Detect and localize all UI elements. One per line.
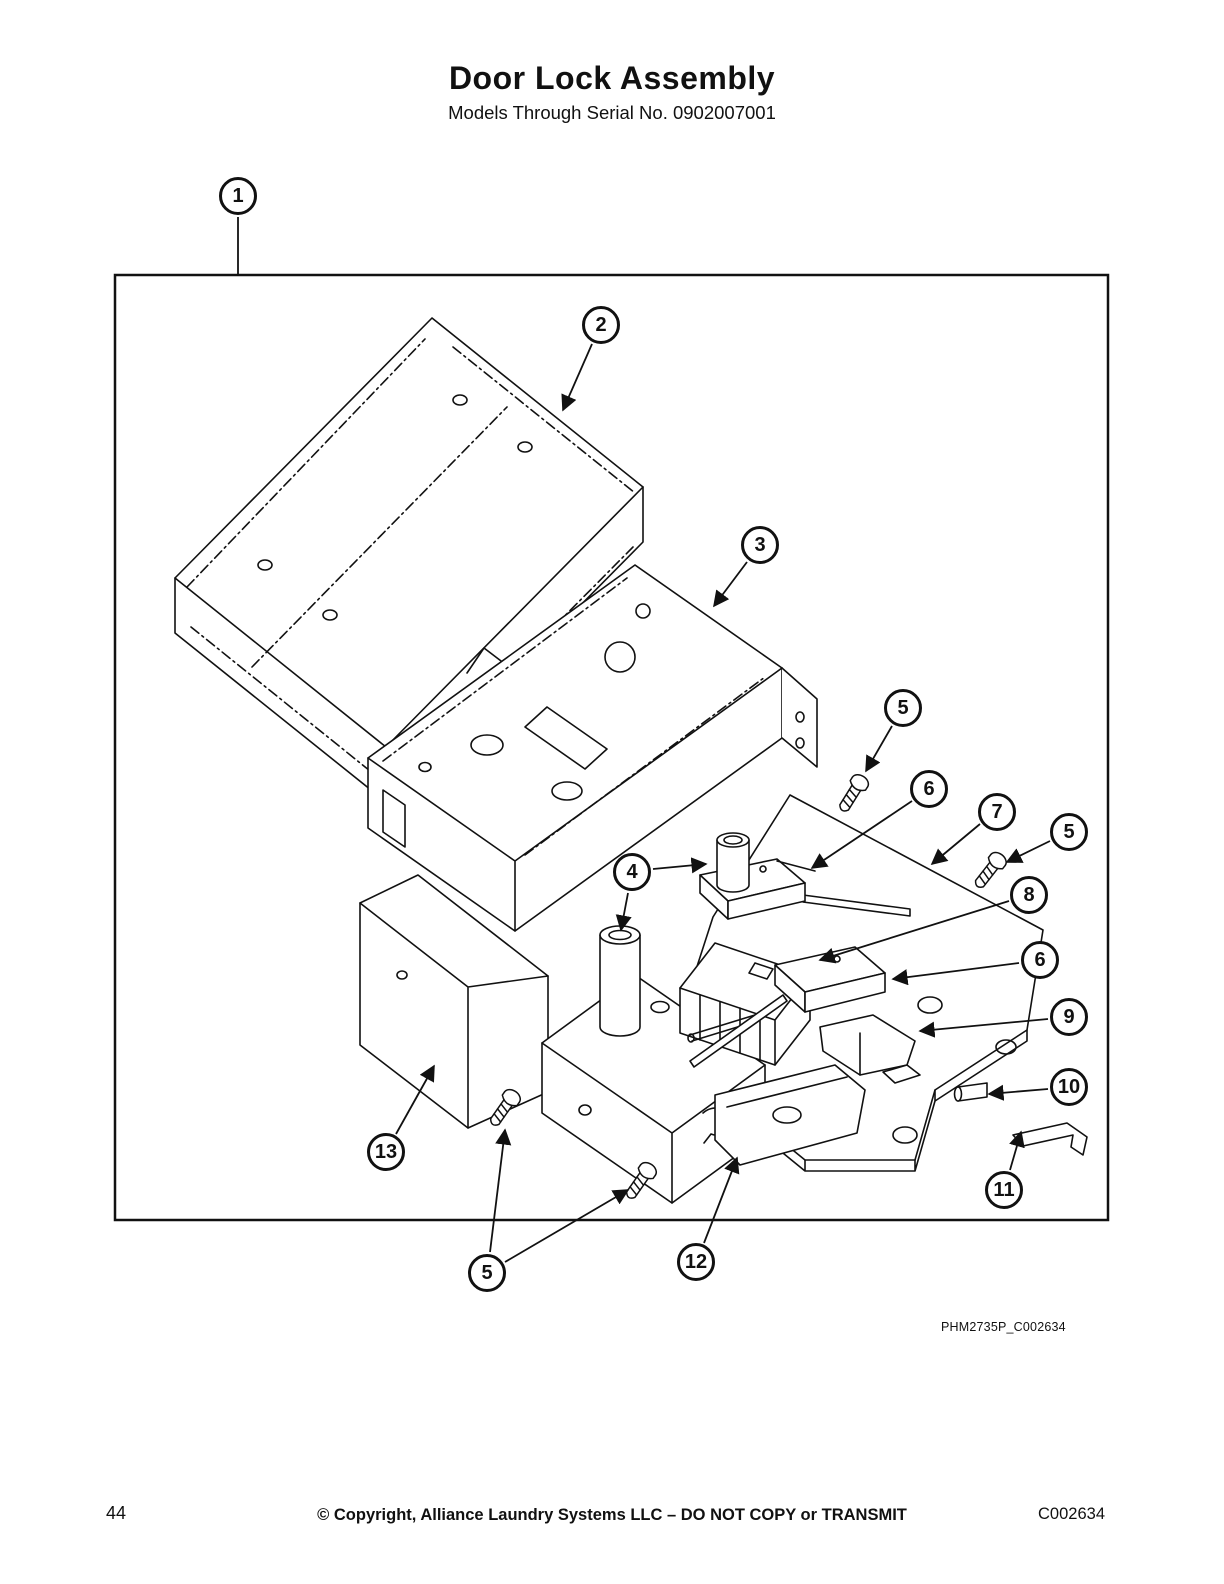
figure-border-box — [113, 273, 1110, 1222]
footer-copyright: © Copyright, Alliance Laundry Systems LL… — [317, 1506, 907, 1524]
part-12-lower-bracket — [714, 1064, 866, 1166]
callout-balloon-10: 10 — [1050, 1068, 1088, 1106]
page-subtitle: Models Through Serial No. 0902007001 — [448, 102, 776, 123]
callout-balloon-11: 11 — [985, 1171, 1023, 1209]
callout-balloon-4: 4 — [613, 853, 651, 891]
part-6-switch-lower — [689, 946, 886, 1068]
callout-balloon-3: 3 — [741, 526, 779, 564]
part-3-mounting-bracket — [367, 564, 818, 932]
part-11-clip — [1012, 1122, 1088, 1156]
callout-balloon-13: 13 — [367, 1133, 405, 1171]
part-4-cylinder-upper — [716, 832, 750, 893]
callout-balloon-5c: 5 — [468, 1254, 506, 1292]
callout-balloon-5a: 5 — [884, 689, 922, 727]
callout-leader-lines — [395, 343, 1051, 1263]
callout-balloon-12: 12 — [677, 1243, 715, 1281]
callout-balloon-8: 8 — [1010, 876, 1048, 914]
callout-balloon-2: 2 — [582, 306, 620, 344]
footer-page-number: 44 — [106, 1503, 127, 1523]
part-4-cylinder-lower — [599, 925, 641, 1037]
callout-balloon-1: 1 — [219, 177, 257, 215]
callout-balloon-9: 9 — [1050, 998, 1088, 1036]
callout-balloon-7: 7 — [978, 793, 1016, 831]
callout-balloon-5b: 5 — [1050, 813, 1088, 851]
assembly-artwork — [174, 317, 1088, 1204]
part-9-lever — [819, 1014, 921, 1084]
figure-code: PHM2735P_C002634 — [941, 1320, 1066, 1334]
callout-balloon-6a: 6 — [910, 770, 948, 808]
callout-balloon-6b: 6 — [1021, 941, 1059, 979]
page-title: Door Lock Assembly — [448, 60, 776, 96]
footer-doc-code: C002634 — [1038, 1505, 1105, 1523]
part-10-pin — [953, 1082, 988, 1102]
